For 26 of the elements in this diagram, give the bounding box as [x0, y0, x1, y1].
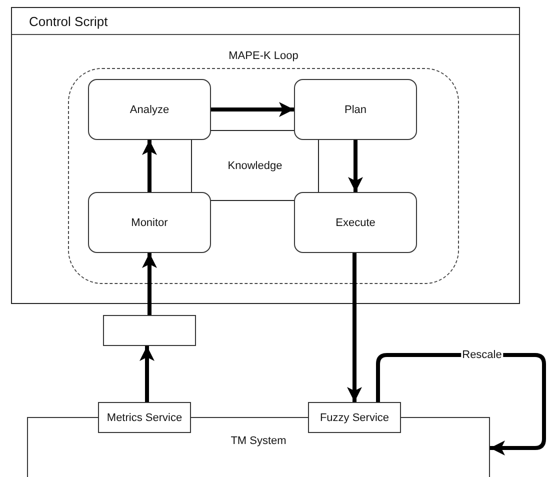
arrow	[211, 102, 294, 117]
box-label: Fuzzy Service	[320, 412, 390, 424]
box-label: Plan	[344, 104, 367, 116]
service-box	[103, 315, 196, 346]
arrow	[348, 140, 363, 192]
process-box	[294, 192, 417, 253]
service-box	[98, 402, 191, 433]
service-box	[308, 402, 401, 433]
process-box	[88, 192, 211, 253]
loop-title: MAPE-K Loop	[228, 50, 298, 62]
container-box	[11, 7, 520, 304]
arrow	[142, 140, 157, 192]
box-label: Monitor	[131, 216, 168, 228]
arrow	[347, 253, 362, 402]
container-title: Control Script	[29, 14, 108, 28]
edge-label: Rescale	[461, 349, 503, 361]
box-label: Analyze	[130, 104, 170, 116]
arrow	[140, 346, 154, 402]
box-label: Metrics Service	[106, 412, 182, 424]
arrow	[376, 353, 546, 456]
box-label: Knowledge	[228, 160, 282, 172]
process-box	[294, 79, 417, 140]
arrow	[142, 253, 157, 315]
box-label: TM System	[230, 435, 286, 449]
process-box	[88, 79, 211, 140]
box-label: Execute	[336, 216, 376, 228]
